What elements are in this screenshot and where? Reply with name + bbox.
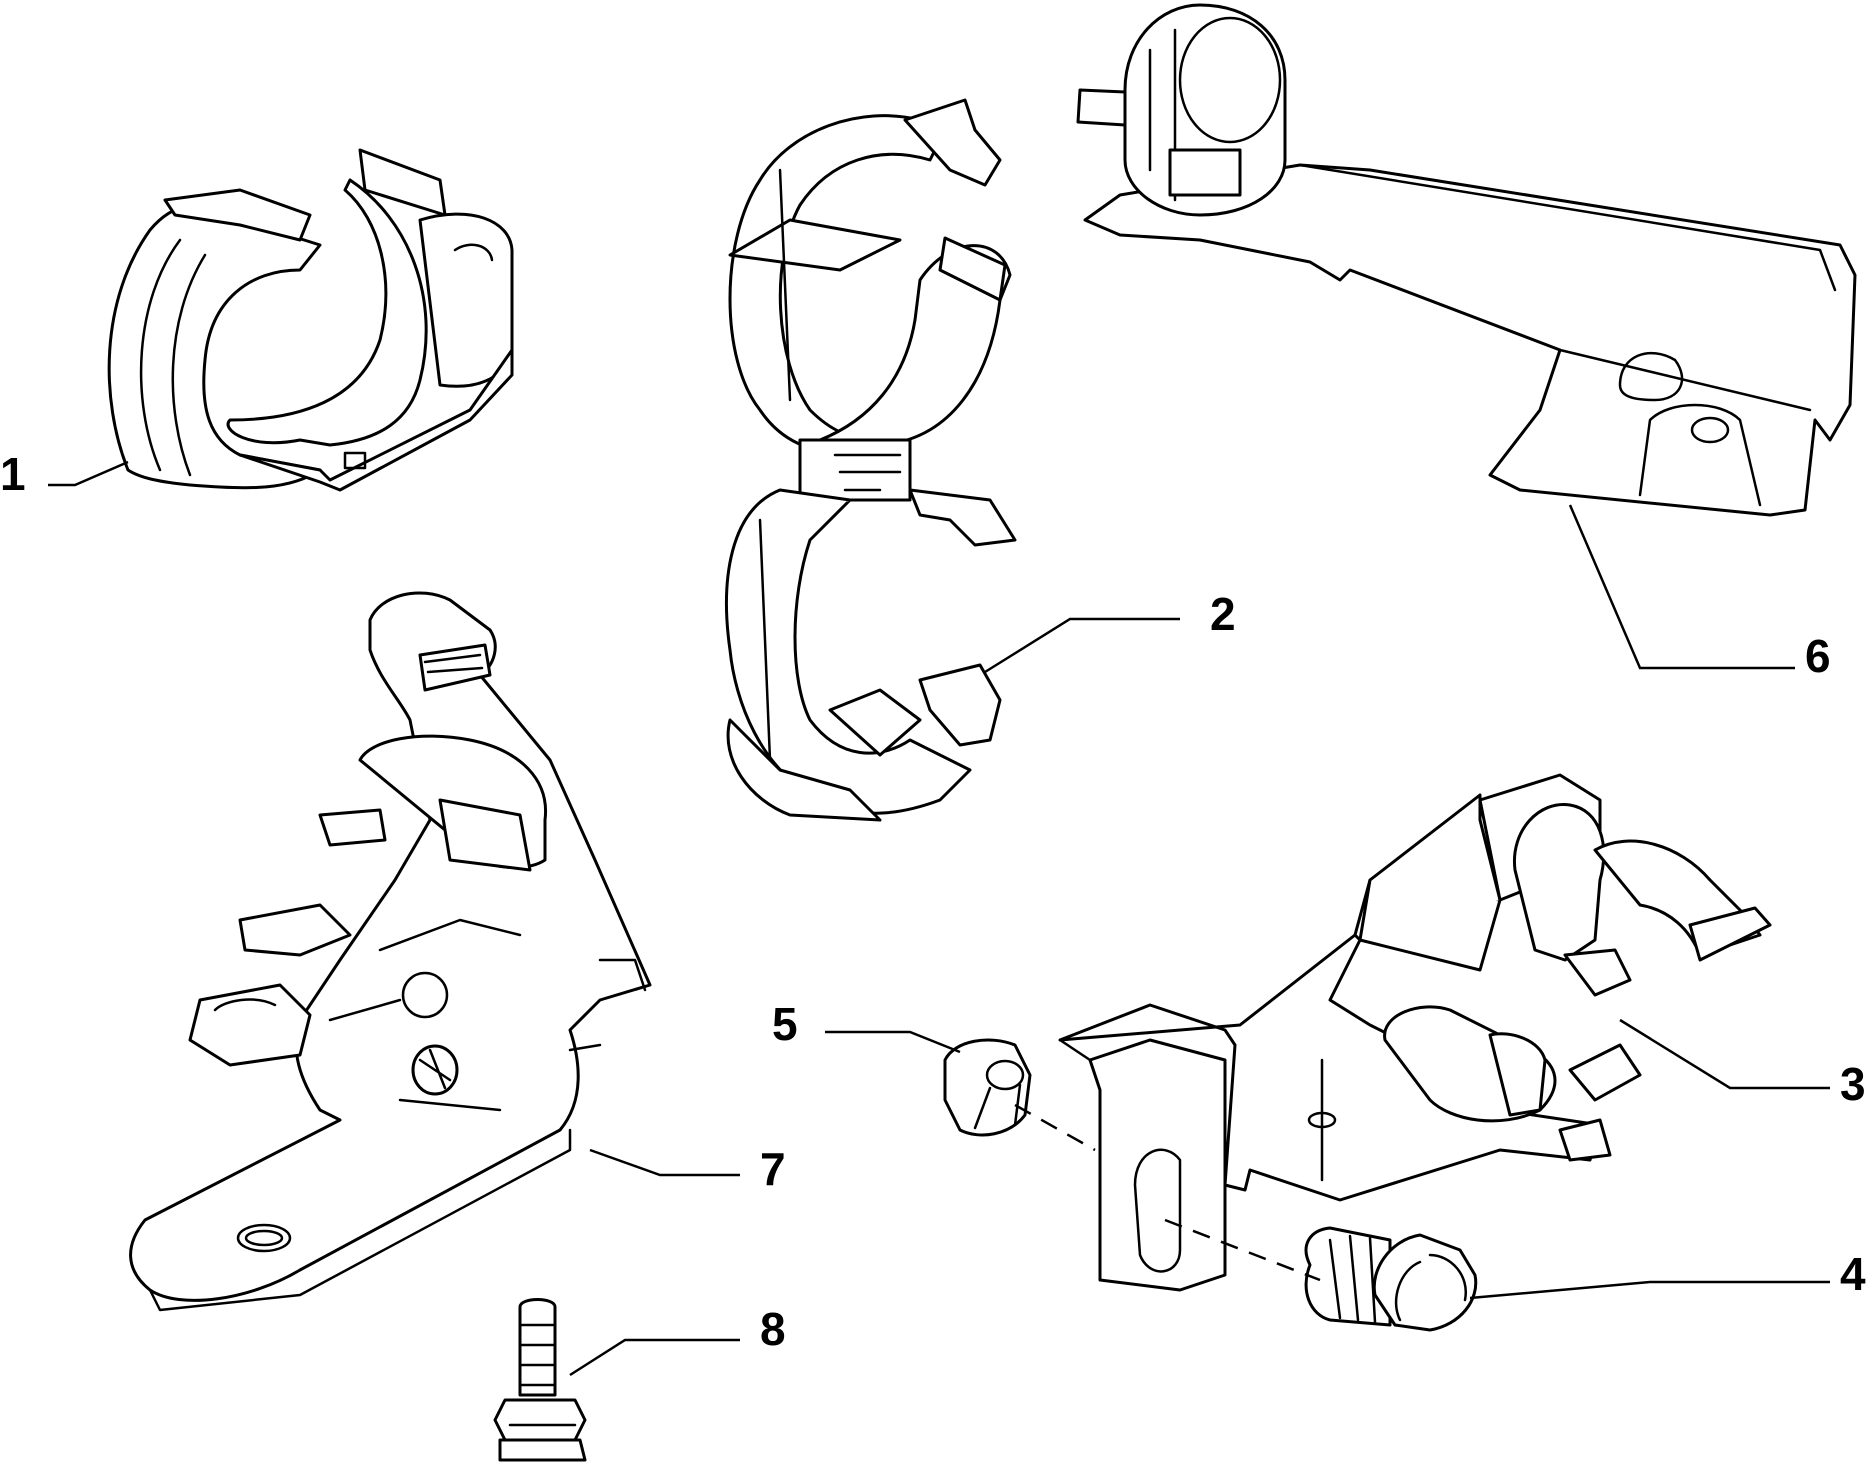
part-1-pipe-clip: [107, 148, 514, 492]
leader-line-6: [1568, 504, 1795, 670]
part-2-double-pipe-clip: [725, 98, 1017, 822]
leader-line-4: [1469, 1280, 1830, 1300]
part-4-hex-bolt: [1304, 1226, 1478, 1332]
part-7-clip-bracket: [129, 591, 652, 1312]
assembly-axis-upper: [1014, 1103, 1096, 1152]
part-3-mounting-bracket: [1058, 773, 1772, 1292]
leader-line-5: [825, 1030, 961, 1054]
part-8-flange-bolt: [493, 1298, 587, 1462]
callout-3: 3: [1840, 1058, 1866, 1110]
leader-line-1: [48, 460, 129, 487]
callout-2: 2: [1210, 588, 1236, 640]
callout-8: 8: [760, 1303, 786, 1355]
part-6-bracket-with-clip: [1076, 3, 1857, 517]
callout-5: 5: [772, 998, 798, 1050]
part-5-nut: [943, 1038, 1032, 1137]
leader-line-3: [1619, 1018, 1830, 1090]
callout-1: 1: [0, 448, 26, 500]
callout-4: 4: [1840, 1248, 1866, 1300]
leader-line-8: [569, 1338, 740, 1377]
callout-6: 6: [1805, 630, 1831, 682]
leader-line-2: [984, 617, 1180, 674]
leader-line-7: [589, 1148, 740, 1177]
callout-7: 7: [760, 1143, 786, 1195]
